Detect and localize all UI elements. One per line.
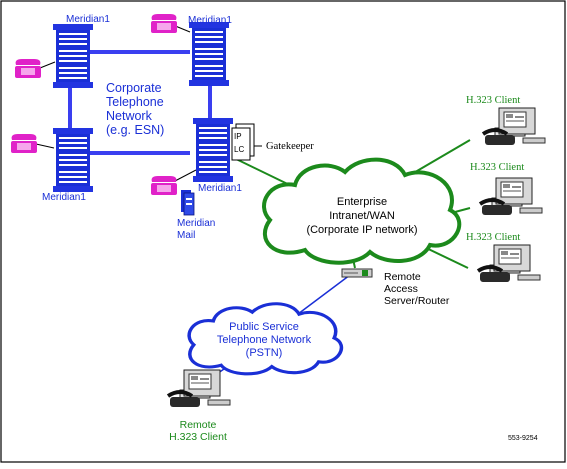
pstn-line-3: (PSTN) <box>246 347 283 359</box>
remote-line-2: H.323 Client <box>169 431 227 443</box>
meridian-mail-label: Meridian Mail <box>177 218 215 241</box>
corporate-network-label: Corporate Telephone Network (e.g. ESN) <box>106 81 164 137</box>
ras-line-1: Remote <box>384 271 421 283</box>
remote-line-1: Remote <box>180 419 217 431</box>
meridian-top-left-label: Meridian1 <box>66 14 110 25</box>
ent-line-3: (Corporate IP network) <box>306 224 417 236</box>
meridian-top-right-label: Meridian1 <box>188 15 232 26</box>
h323-client-3-label: H.323 Client <box>466 232 520 243</box>
pstn-line-1: Public Service <box>229 321 299 333</box>
telephone-icon <box>15 59 41 78</box>
corp-line-1: Corporate <box>106 81 162 95</box>
pc-workstation-icon <box>481 106 547 147</box>
voicemail-server-icon <box>181 190 195 216</box>
pbx-cabinet-icon <box>189 22 229 86</box>
meridian-bottom-left-label: Meridian1 <box>42 192 86 203</box>
gatekeeper-label: Gatekeeper <box>266 141 314 152</box>
card-ip-label: IP <box>234 132 242 141</box>
pbx-cabinet-icon <box>193 118 233 182</box>
meridian-gateway-label: Meridian1 <box>198 183 242 194</box>
mail-line-1: Meridian <box>177 218 215 229</box>
router-icon <box>341 268 373 278</box>
pstn-line-2: Telephone Network <box>217 334 312 346</box>
ras-line-3: Server/Router <box>384 295 450 307</box>
telephone-icon <box>151 14 177 33</box>
ent-line-2: Intranet/WAN <box>329 210 395 222</box>
remote-client-label: Remote H.323 Client <box>169 419 227 443</box>
gatekeeper-cards: IP LC <box>231 123 255 161</box>
enterprise-network-label: Enterprise Intranet/WAN (Corporate IP ne… <box>306 196 417 236</box>
figure-number-label: 553-9254 <box>508 435 538 442</box>
h323-client-1-label: H.323 Client <box>466 95 520 106</box>
pc-workstation-icon <box>166 368 232 409</box>
pstn-label: Public Service Telephone Network (PSTN) <box>217 321 312 359</box>
pbx-cabinet-icon <box>53 24 93 88</box>
corp-line-4: (e.g. ESN) <box>106 123 164 137</box>
card-lc-label: LC <box>234 145 244 154</box>
telephone-icon <box>151 176 177 195</box>
corp-line-2: Telephone <box>106 95 164 109</box>
pbx-cabinet-icon <box>53 128 93 192</box>
ent-line-1: Enterprise <box>337 196 387 208</box>
corp-line-3: Network <box>106 109 153 123</box>
mail-line-2: Mail <box>177 230 195 241</box>
ras-line-2: Access <box>384 283 418 295</box>
telephone-icon <box>11 134 37 153</box>
pc-workstation-icon <box>476 243 542 284</box>
pc-workstation-icon <box>478 176 544 217</box>
h323-client-2-label: H.323 Client <box>470 162 524 173</box>
remote-access-label: Remote Access Server/Router <box>384 271 450 307</box>
